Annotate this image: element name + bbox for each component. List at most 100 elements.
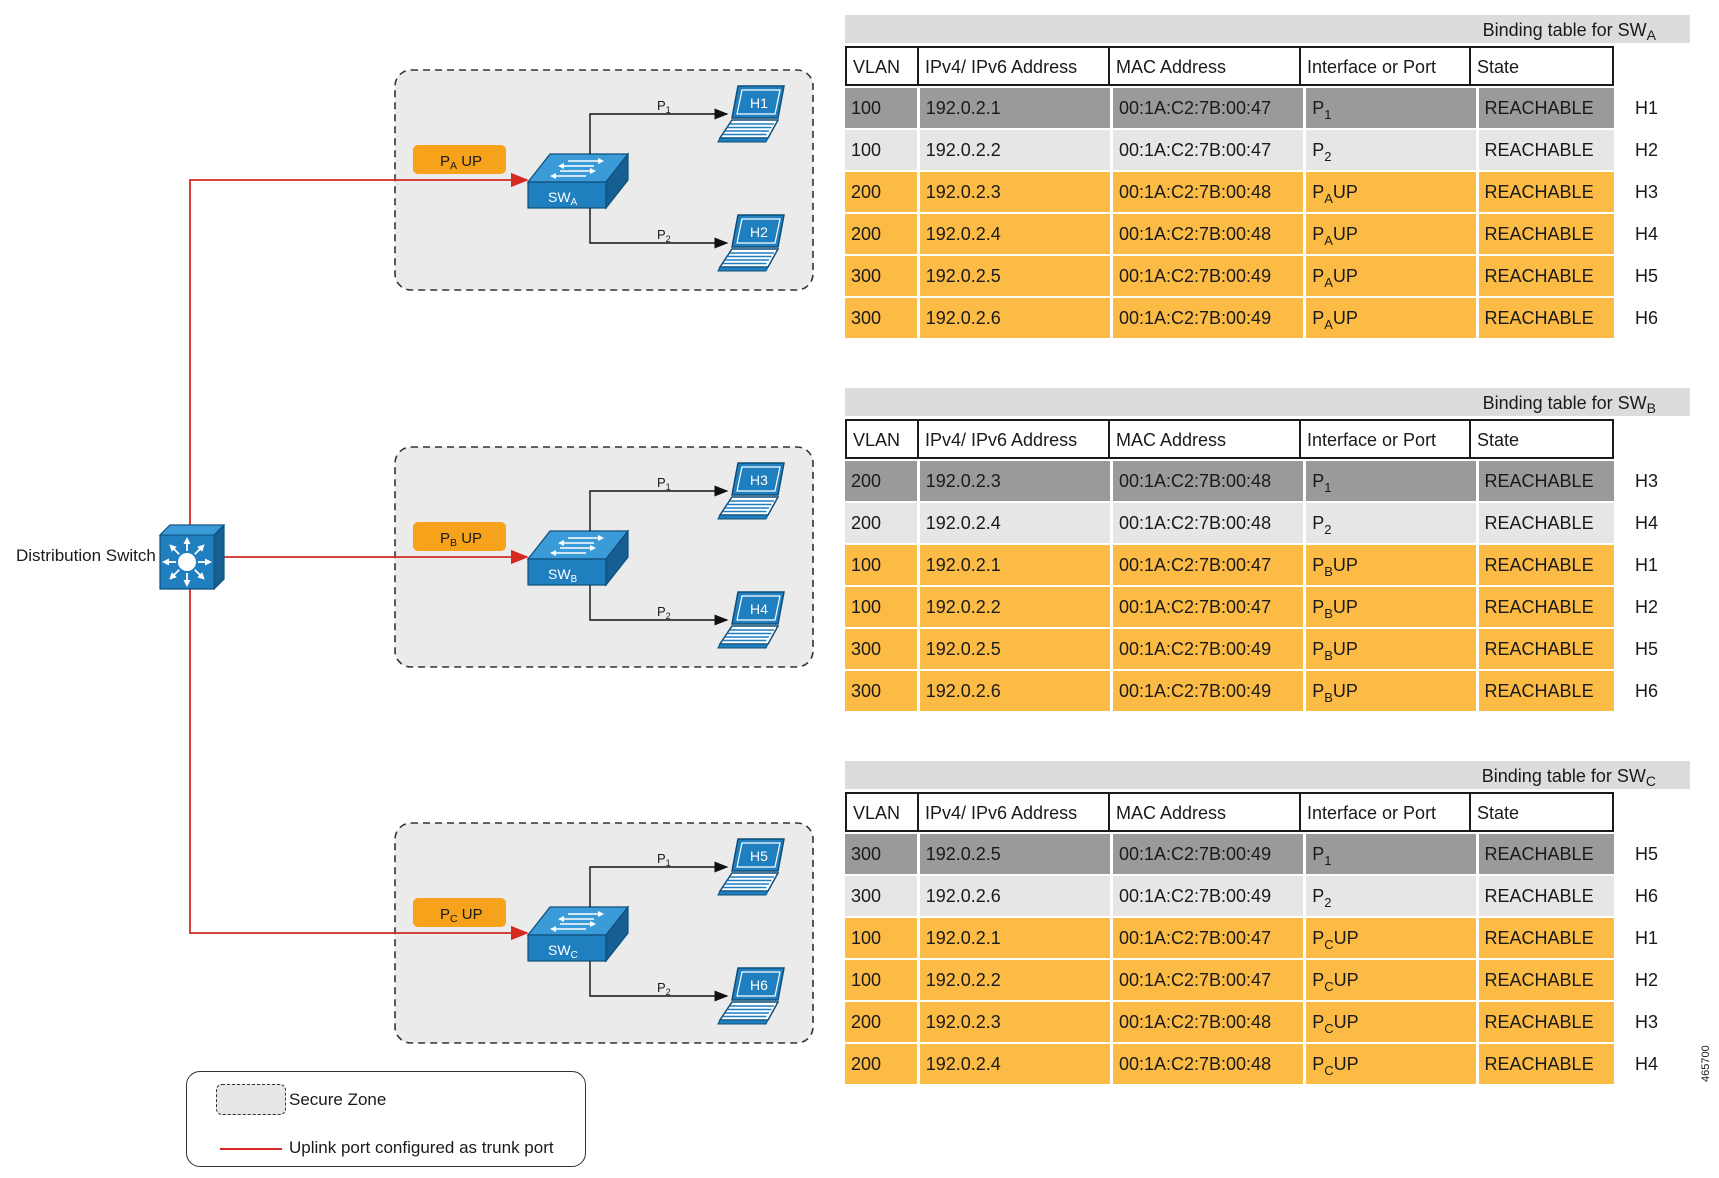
host-label: H4 bbox=[750, 601, 768, 617]
vlan-cell: 100 bbox=[845, 545, 917, 585]
column-header: VLAN bbox=[847, 794, 919, 830]
host-laptop-icon: H6 bbox=[717, 967, 785, 1025]
host-row-label: H6 bbox=[1635, 681, 1659, 701]
state-cell: REACHABLE bbox=[1478, 1002, 1614, 1042]
state-cell: REACHABLE bbox=[1478, 1044, 1614, 1084]
column-header: MAC Address bbox=[1110, 794, 1301, 830]
mac-cell: 00:1A:C2:7B:00:48 bbox=[1112, 214, 1304, 254]
port-cell: P2 bbox=[1306, 130, 1476, 170]
port-cell: PAUP bbox=[1306, 172, 1476, 212]
binding-table-title: Binding table for SWA bbox=[845, 15, 1690, 43]
host-label: H1 bbox=[750, 95, 768, 111]
vlan-cell: 200 bbox=[845, 503, 917, 543]
binding-table-title: Binding table for SWB bbox=[845, 388, 1690, 416]
port-cell: PCUP bbox=[1306, 1044, 1476, 1084]
host-row-label: H5 bbox=[1635, 844, 1659, 864]
uplink-port-label: PB UP bbox=[413, 522, 506, 551]
uplink-port-text: PA UP bbox=[440, 153, 482, 172]
host-row-label: H1 bbox=[1635, 555, 1659, 575]
port-cell: P1 bbox=[1306, 88, 1476, 128]
host-row-label: H1 bbox=[1635, 98, 1659, 118]
mac-cell: 00:1A:C2:7B:00:48 bbox=[1112, 1002, 1304, 1042]
uplink-legend-label: Uplink port configured as trunk port bbox=[289, 1138, 554, 1157]
figure-number: 465700 bbox=[1700, 1045, 1712, 1082]
uplink-trunk-line bbox=[189, 172, 529, 525]
switch-label: SWB bbox=[548, 566, 578, 585]
port-cell: PBUP bbox=[1306, 629, 1476, 669]
column-header: State bbox=[1477, 803, 1520, 823]
host-row-label: H2 bbox=[1635, 140, 1659, 160]
uplink-port-text: PB UP bbox=[440, 530, 482, 549]
ip-cell: 192.0.2.3 bbox=[919, 172, 1110, 212]
column-header: State bbox=[1477, 430, 1520, 450]
host-row-label: H5 bbox=[1635, 639, 1659, 659]
ip-cell: 192.0.2.1 bbox=[919, 918, 1110, 958]
vlan-cell: 200 bbox=[845, 461, 917, 501]
mac-cell: 00:1A:C2:7B:00:49 bbox=[1112, 671, 1304, 711]
host-row-label: H3 bbox=[1635, 471, 1659, 491]
mac-cell: 00:1A:C2:7B:00:48 bbox=[1112, 172, 1304, 212]
ip-cell: 192.0.2.2 bbox=[919, 130, 1110, 170]
port-cell: PBUP bbox=[1306, 671, 1476, 711]
host-row-label: H3 bbox=[1635, 182, 1659, 202]
state-cell: REACHABLE bbox=[1478, 503, 1614, 543]
switch-label: SWA bbox=[548, 189, 578, 208]
uplink-port-text: PC UP bbox=[440, 906, 483, 925]
host-label: H5 bbox=[750, 848, 768, 864]
column-header: VLAN bbox=[847, 48, 919, 84]
port-cell: PCUP bbox=[1306, 1002, 1476, 1042]
mac-cell: 00:1A:C2:7B:00:48 bbox=[1112, 461, 1304, 501]
host-laptop-icon: H5 bbox=[717, 838, 785, 896]
vlan-cell: 300 bbox=[845, 834, 917, 874]
switch-label: SWC bbox=[548, 942, 578, 961]
mac-cell: 00:1A:C2:7B:00:47 bbox=[1112, 918, 1304, 958]
secure-zone-legend-label: Secure Zone bbox=[289, 1090, 387, 1109]
port-cell: P2 bbox=[1306, 876, 1476, 916]
mac-cell: 00:1A:C2:7B:00:48 bbox=[1112, 1044, 1304, 1084]
vlan-cell: 200 bbox=[845, 1002, 917, 1042]
access-switch-icon: SWC bbox=[526, 905, 630, 963]
host-row-label: H6 bbox=[1635, 886, 1659, 906]
distribution-switch-icon bbox=[158, 523, 226, 591]
vlan-cell: 200 bbox=[845, 214, 917, 254]
ip-cell: 192.0.2.5 bbox=[919, 629, 1110, 669]
column-header: VLAN bbox=[847, 421, 919, 457]
mac-cell: 00:1A:C2:7B:00:47 bbox=[1112, 960, 1304, 1000]
host-laptop-icon: H2 bbox=[717, 214, 785, 272]
ip-cell: 192.0.2.4 bbox=[919, 503, 1110, 543]
mac-cell: 00:1A:C2:7B:00:47 bbox=[1112, 130, 1304, 170]
state-cell: REACHABLE bbox=[1478, 130, 1614, 170]
ip-cell: 192.0.2.3 bbox=[919, 461, 1110, 501]
access-switch-icon: SWB bbox=[526, 529, 630, 587]
state-cell: REACHABLE bbox=[1478, 88, 1614, 128]
vlan-cell: 100 bbox=[845, 88, 917, 128]
column-header: MAC Address bbox=[1110, 421, 1301, 457]
mac-cell: 00:1A:C2:7B:00:49 bbox=[1112, 876, 1304, 916]
column-header: MAC Address bbox=[1110, 48, 1301, 84]
port-cell: PCUP bbox=[1306, 918, 1476, 958]
ip-cell: 192.0.2.1 bbox=[919, 88, 1110, 128]
vlan-cell: 200 bbox=[845, 172, 917, 212]
host-row-label: H4 bbox=[1635, 513, 1659, 533]
ip-cell: 192.0.2.6 bbox=[919, 876, 1110, 916]
vlan-cell: 200 bbox=[845, 1044, 917, 1084]
secure-zone-legend-swatch bbox=[216, 1084, 286, 1115]
port-cell: P1 bbox=[1306, 834, 1476, 874]
